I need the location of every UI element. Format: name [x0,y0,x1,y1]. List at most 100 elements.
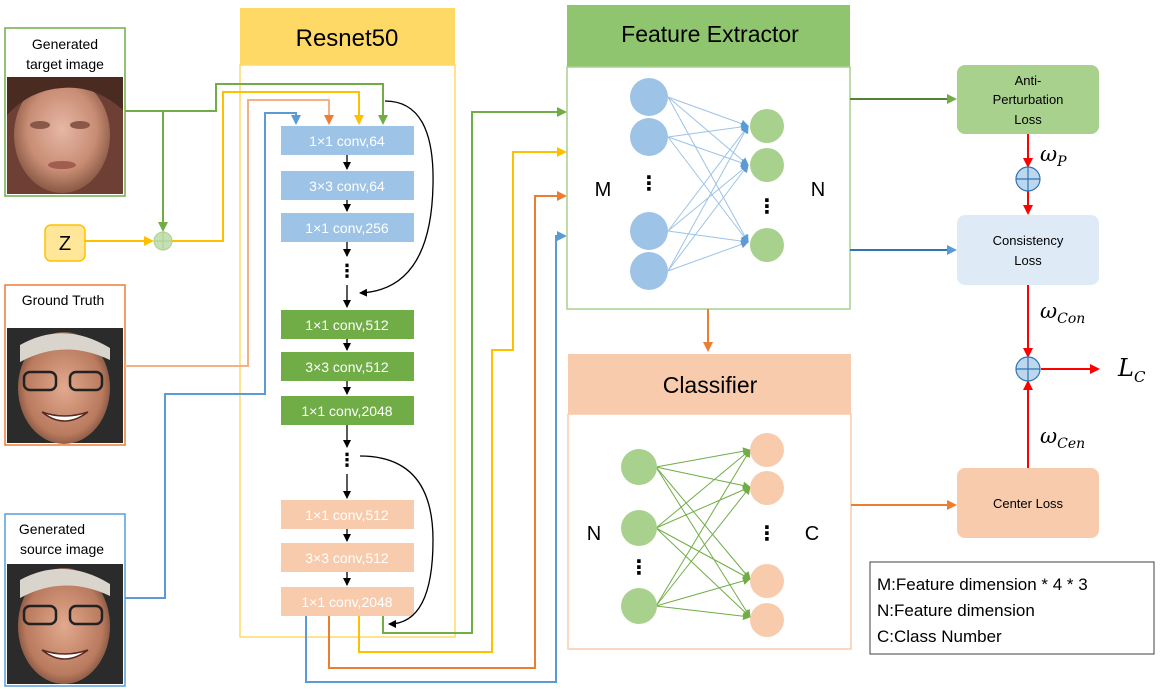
weight-cen-label: ωCen [1040,424,1085,452]
resnet50-header [240,8,455,65]
conv-block [281,171,414,200]
conv-block [281,500,414,529]
network-node [630,212,668,250]
target-label-line2: target image [26,56,104,72]
target-image-panel: Generated target image [4,27,126,197]
ground-truth-face-image [7,328,123,444]
conv-label: 1×1 conv,512 [305,317,389,333]
legend-box: M:Feature dimension * 4 * 3 N:Feature di… [869,561,1155,655]
conv-block [281,352,414,381]
weight-p-sub: P [1056,154,1067,170]
add-node-p [1015,166,1041,192]
network-node [621,449,657,485]
conv-block [281,310,414,339]
conv-label: 1×1 conv,2048 [301,594,392,610]
weight-cen-sub: Cen [1057,436,1085,452]
noise-z-label: Z [59,233,71,255]
network-node [621,588,657,624]
anti-perturbation-loss: Anti- Perturbation Loss [957,65,1099,134]
feature-extractor-title: Feature Extractor [621,21,799,47]
anti-perturbation-line2: Perturbation [993,92,1064,107]
classifier-output-nodes [750,433,784,637]
classifier-title: Classifier [663,372,758,398]
orange-input-route [125,99,334,367]
weight-p-base: ω [1040,142,1057,166]
fe-network-edges [667,96,749,272]
conv-block [281,396,414,425]
weight-cen-base: ω [1040,424,1057,448]
lc-base: L [1117,354,1134,382]
classifier-n-label: N [587,523,601,545]
classifier-input-ellipsis: ⋮ [629,557,649,579]
ground-truth-panel: Ground Truth [4,284,126,446]
conv-block [281,126,414,155]
classifier-output-ellipsis: ⋮ [757,523,777,545]
network-node [630,78,668,116]
feature-extractor-n-label: N [811,179,825,201]
classifier-block: Classifier N C [567,354,852,650]
weight-con-label: ωCon [1040,299,1085,327]
target-face-image [7,77,123,194]
feature-extractor-m-label: M [595,179,612,201]
conv-label: 1×1 conv,512 [305,507,389,523]
resnet-ellipsis-2: ⋮ [338,450,356,470]
add-node-final [1015,356,1041,382]
red-loss-flow [1023,134,1100,468]
source-face-image [7,564,123,684]
feature-extractor-header [567,5,850,67]
fe-output-ellipsis: ⋮ [757,196,777,218]
green-input-route [125,83,388,232]
classifier-header [568,354,851,414]
resnet50-title: Resnet50 [296,25,399,52]
conv-block [281,213,414,242]
network-node [750,109,784,143]
network-node [750,471,784,505]
center-loss-label: Center Loss [993,496,1064,511]
conv-label: 3×3 conv,64 [309,178,385,194]
conv-label: 1×1 conv,256 [305,220,389,236]
network-node [750,603,784,637]
legend-n: N:Feature dimension [877,601,1035,620]
lc-sub: C [1134,368,1146,386]
fe-input-ellipsis: ⋮ [639,173,659,195]
weight-con-base: ω [1040,299,1057,323]
anti-perturbation-line1: Anti- [1015,73,1042,88]
feature-extractor-block: Feature Extractor M N [566,5,851,310]
resnet-internal-flow [343,100,434,628]
network-node [750,433,784,467]
conv-label: 3×3 conv,512 [305,359,389,375]
anti-perturbation-line3: Loss [1014,112,1042,127]
resnet50-block: Resnet50 [239,8,456,638]
resnet-ellipsis-1: ⋮ [338,261,356,281]
blue-input-route [125,112,301,599]
classifier-input-nodes [621,449,657,624]
source-image-panel: Generated source image [4,513,126,687]
consistency-line1: Consistency [993,233,1064,248]
conv-block [281,587,414,616]
consistency-line2: Loss [1014,253,1042,268]
network-node [630,252,668,290]
noise-z: Z [44,224,86,262]
conv-label: 1×1 conv,2048 [301,403,392,419]
network-node [750,148,784,182]
network-node [630,118,668,156]
conv-block [281,543,414,572]
source-label-line1: Generated [19,521,85,537]
yellow-input-route [85,91,364,246]
consistency-loss: Consistency Loss [957,215,1099,285]
resnet-stage3: 1×1 conv,512 3×3 conv,512 1×1 conv,2048 [281,500,414,616]
resnet-stage2: 1×1 conv,512 3×3 conv,512 1×1 conv,2048 [281,310,414,425]
source-label-line2: source image [20,541,104,557]
network-node [621,510,657,546]
weight-p-label: ωP [1040,142,1067,170]
resnet-stage1: 1×1 conv,64 3×3 conv,64 1×1 conv,256 [281,126,414,242]
conv-label: 3×3 conv,512 [305,550,389,566]
weight-con-sub: Con [1057,311,1085,327]
classifier-c-label: C [805,523,819,545]
legend-m: M:Feature dimension * 4 * 3 [877,575,1088,594]
network-node [750,564,784,598]
network-node [750,228,784,262]
conv-label: 1×1 conv,64 [309,133,385,149]
ground-truth-label: Ground Truth [22,292,105,308]
